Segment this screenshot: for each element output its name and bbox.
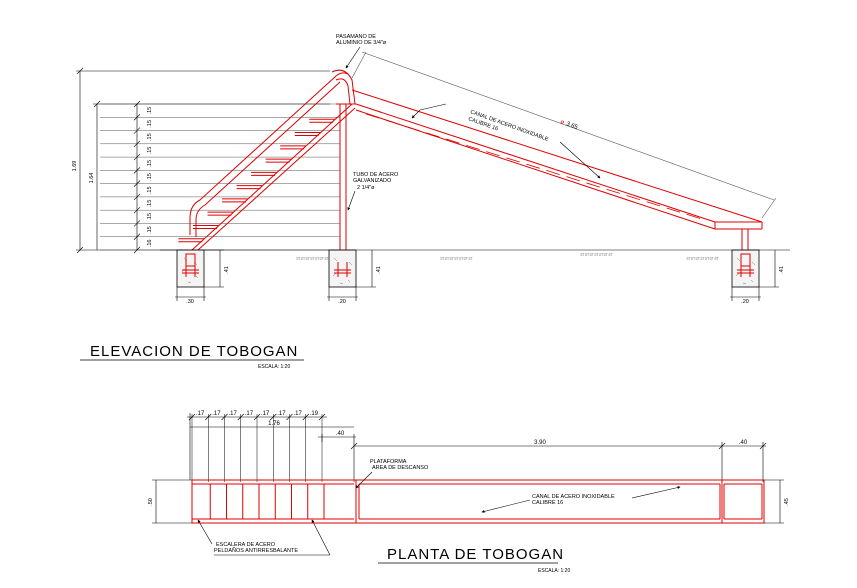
stair-height-label: 1.64 [89,173,95,184]
tube-note-line-2: GALVANIZADO [353,178,392,184]
tread-tick [286,413,293,421]
handrail-top [331,69,356,105]
plan-view: .17 .17 .17 .17 .17 .17 .17 .19 1.76 .40 3.90 .… [148,411,790,574]
tread-label: .17 [228,411,237,417]
riser-label: .15 [147,186,153,194]
riser-label: .15 [147,200,153,208]
footing-rear [731,249,760,288]
footing-width-label: .20 [741,299,749,305]
tread-label: .17 [277,411,286,417]
riser-label: .15 [147,160,153,168]
tread-tick [237,413,244,421]
riser-tick [133,127,141,134]
riser-label: .15 [147,107,153,115]
tread-label: .17 [261,411,270,417]
riser-tick [133,246,141,254]
riser-tick [133,193,141,201]
plan-outline [191,479,765,524]
slide-length-label: 3.65 [565,121,579,131]
riser-tick [133,167,141,174]
riser-label: .15 [147,120,153,128]
platform-dim-label: .40 [336,431,345,437]
handrail-note-line-2: ALUMINIO DE 3/4"ø [336,40,387,46]
riser-dimension-chain: .15 .15 .15 .15 .15 .15 .15 .15 .15 .15 .16 [100,100,340,254]
platform-note-line-2: AREA DE DESCANSO [372,465,429,471]
riser-tick [133,233,141,240]
riser-lines [100,100,340,254]
footing-stair [176,249,205,288]
tread-label: .17 [196,411,205,417]
riser-tick [133,153,141,161]
riser-tick [133,180,141,187]
riser-tick [133,140,141,148]
footing-width-label: .20 [338,299,346,305]
stair-note-line-1: ESCALERA DE ACERO [216,542,276,548]
width-left-label: .50 [148,498,154,506]
tread-labels: .17 .17 .17 .17 .17 .17 .17 .19 [196,411,319,417]
footing-width-label: .30 [186,299,194,305]
stair-treads [178,118,336,243]
riser-tick [133,100,141,108]
tread-label: .17 [293,411,302,417]
tread-label: .19 [310,411,319,417]
elevation-title: ELEVACION DE TOBOGAN [90,343,298,360]
width-right-label: .45 [784,498,790,506]
stair-note-line-2: PELDAÑOS ANTIRRESBALANTE [214,547,298,554]
tread-tick [318,413,326,421]
channel-note-line-1: CANAL DE ACERO INOXIDABLE [532,494,615,500]
tube-note-line-3: 2 1/4"ø [357,185,375,191]
grass-mark: எஎஎஎஎஎஎ [440,255,473,262]
plan-title: PLANTA DE TOBOGAN [387,546,564,563]
tread-tick [188,413,196,421]
elevation-scale: ESCALA: 1:20 [258,364,290,370]
slide-length-prefix: ø [559,119,565,126]
tread-label: .17 [212,411,221,417]
riser-label: .15 [147,147,153,155]
stair-run-label: 1.76 [268,421,280,427]
grass-mark: எஎஎஎஎஎஎ [296,255,329,262]
footing-height-label: .41 [376,266,382,274]
elevation-view: 1.69 1.64 .15.15.15.15.15.15.15.15.15.15… [72,34,790,370]
footing-height-label: .41 [224,266,230,274]
handrail-note-line-1: PASAMANO DE [336,34,376,40]
slide-length-dimension [351,51,777,219]
end-dim-label: .40 [739,440,748,446]
riser-label: .15 [147,226,153,234]
tread-ticks [188,413,326,482]
tread-tick [205,413,212,421]
slide-centerline [365,113,706,221]
overall-height-label: 1.69 [72,161,78,172]
riser-label: .15 [147,173,153,181]
tread-tick [302,413,309,421]
riser-tick [133,114,141,121]
tread-tick [253,413,261,421]
footing-central [328,249,357,288]
channel-length-label: 3.90 [534,440,546,446]
footing-height-label: .41 [779,266,785,274]
plan-treads [209,484,325,519]
tube-note-line-1: TUBO DE ACERO [353,172,399,178]
riser-tick [133,206,141,214]
riser-label: .15 [147,133,153,141]
grass-mark: எஎஎஎஎஎஎ [686,255,719,262]
tread-label: .17 [245,411,254,417]
plan-scale: ESCALA: 1:20 [538,568,570,574]
central-support-post [339,104,347,268]
riser-labels: .15 .15 .15 .15 .15 .15 .15 .15 .15 .15 .16 [147,107,153,247]
riser-label: .16 [147,240,153,248]
riser-label: .15 [147,213,153,221]
platform-note-line-1: PLATAFORMA [370,459,407,465]
channel-note-line-2: CALIBRE 16 [532,500,563,506]
tread-tick [270,413,277,421]
riser-tick [133,220,141,227]
footing-dimensions [175,249,779,301]
slide-channel [351,89,763,230]
tread-tick [221,413,228,421]
grass-mark: எஎஎஎஎஎஎ [580,251,613,258]
